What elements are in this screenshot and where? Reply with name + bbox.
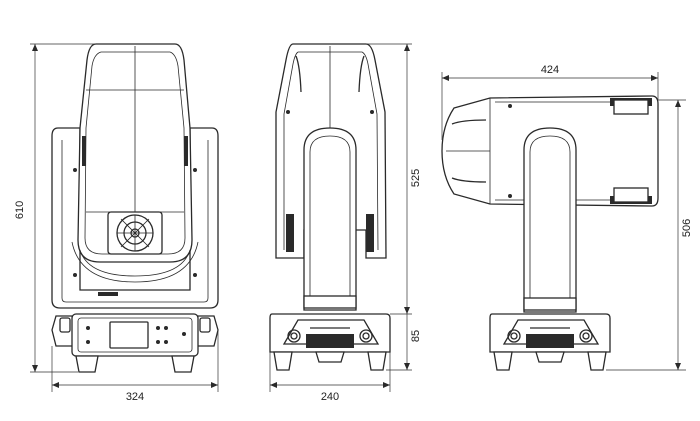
side-head-clamp-left bbox=[286, 214, 294, 252]
front-button-icon bbox=[86, 326, 90, 330]
rear-height-label: 506 bbox=[681, 219, 693, 237]
front-view: 610 324 bbox=[14, 43, 219, 403]
side-height-label: 525 bbox=[410, 169, 422, 187]
front-label-slot bbox=[98, 292, 118, 296]
side-base-height-label: 85 bbox=[410, 330, 422, 342]
front-right-bracket bbox=[184, 136, 188, 166]
front-head-inner bbox=[84, 51, 186, 255]
front-body-curve bbox=[71, 241, 199, 283]
rear-length-label: 424 bbox=[541, 64, 559, 76]
side-width-label: 240 bbox=[321, 391, 339, 403]
rear-base-grille bbox=[526, 334, 574, 348]
front-display-screen bbox=[109, 321, 149, 349]
rear-arm-outline bbox=[523, 127, 577, 313]
side-view: 525 85 240 bbox=[269, 43, 422, 403]
front-height-label: 610 bbox=[14, 201, 26, 219]
side-head-clamp-right bbox=[366, 214, 374, 252]
rear-view: 424 506 bbox=[441, 64, 693, 371]
side-arm-foot bbox=[303, 295, 357, 309]
side-foot-left bbox=[273, 351, 293, 371]
rear-arm-foot bbox=[523, 297, 577, 311]
side-arm-outline bbox=[303, 127, 357, 311]
front-foot-right bbox=[171, 355, 195, 373]
front-yoke-inner bbox=[61, 140, 209, 303]
side-base-grille bbox=[306, 334, 354, 348]
side-foot-right bbox=[367, 351, 387, 371]
rear-foot-right bbox=[587, 351, 607, 371]
rear-foot-left bbox=[493, 351, 513, 371]
front-yoke-outline bbox=[51, 127, 219, 309]
front-width-label: 324 bbox=[126, 391, 144, 403]
front-foot-left bbox=[75, 355, 99, 373]
